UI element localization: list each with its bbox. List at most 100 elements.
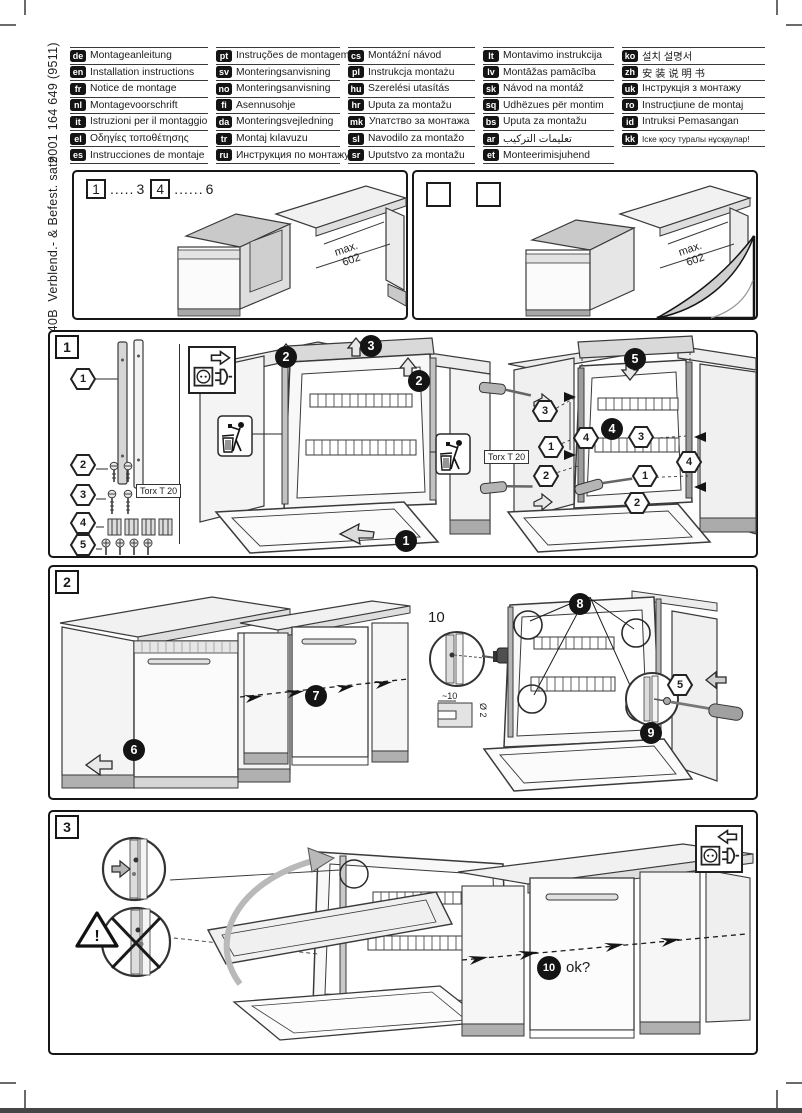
crop-mark <box>0 1082 16 1084</box>
push-arrow-icon <box>533 492 553 512</box>
step-range-dots: ..... <box>110 181 135 197</box>
language-code-badge: pt <box>216 49 232 62</box>
torx-size-label: Torx T 20 <box>136 484 182 498</box>
part-callout-3: 3 <box>69 484 97 506</box>
step-range-box-1: 1 <box>86 179 106 199</box>
final-check-illustration <box>457 843 754 1039</box>
language-code-badge: sv <box>216 66 232 79</box>
language-code-badge: sr <box>348 149 364 162</box>
door-handle <box>147 658 211 665</box>
warning-exclamation: ! <box>94 928 99 945</box>
language-code-badge: ko <box>622 49 638 62</box>
empty-checkbox <box>426 182 451 207</box>
screw-door-illustration <box>482 590 718 792</box>
push-arrow-icon <box>84 753 113 777</box>
screwdriver-icon <box>479 481 533 495</box>
screwdriver-icon <box>478 381 532 397</box>
language-label: تعليمات التركيب <box>503 133 572 145</box>
door-handle <box>545 893 619 901</box>
language-code-badge: pl <box>348 66 364 79</box>
language-label: Installation instructions <box>90 66 195 78</box>
language-code-badge: en <box>70 66 86 79</box>
language-label: Іске қосу туралы нұсқаулар! <box>642 133 750 144</box>
language-code-badge: fi <box>216 99 232 112</box>
alignment-arrow-icon <box>468 938 680 965</box>
crop-mark <box>776 1090 778 1108</box>
language-label: Monteerimisjuhend <box>503 149 590 161</box>
crop-mark <box>24 0 26 15</box>
parts-list-illustration <box>96 339 173 555</box>
language-code-badge: no <box>216 82 232 95</box>
fit-rails-illustration <box>478 335 757 553</box>
language-label: Montaj kılavuzu <box>236 133 308 144</box>
language-label: Montážní návod <box>368 50 442 62</box>
alignment-line <box>461 933 747 961</box>
step-range-box-4: 4 <box>150 179 171 199</box>
part-callout-1: 1 <box>631 465 659 487</box>
side-strip-left <box>281 363 289 505</box>
language-label: Uputa za montažu <box>503 116 587 128</box>
document-number: 9001 164 649 (9511) <box>46 42 60 163</box>
language-label: Montavimo instrukcija <box>503 50 602 62</box>
step-range-dots: ...... <box>174 181 204 197</box>
language-code-badge: ru <box>216 149 232 162</box>
language-code-badge: tr <box>216 132 232 145</box>
clip-wrong-mag <box>100 906 172 978</box>
part-callout-5: 5 <box>69 534 97 556</box>
fixing-rails <box>117 339 144 489</box>
language-code-badge: hr <box>348 99 364 112</box>
step-badge-6: 6 <box>123 739 145 761</box>
language-label: Інструкція з монтажу <box>642 83 741 95</box>
part-callout-2: 2 <box>69 454 97 476</box>
screws-long <box>107 489 133 514</box>
pilot-hole-section <box>437 700 473 728</box>
language-label: Intruksi Pemasangan <box>642 116 739 128</box>
page-bottom-edge <box>0 1108 802 1113</box>
arrow-left-icon <box>717 829 738 845</box>
step-badge-9: 9 <box>640 722 662 744</box>
clip-correct-mag <box>101 836 167 902</box>
language-label: Uputstvo za montažu <box>368 149 465 161</box>
language-code-badge: id <box>622 115 638 128</box>
language-code-badge: sk <box>483 82 499 95</box>
language-entry: en Installation instructions <box>70 65 208 82</box>
tighten-screw-mag <box>625 670 744 726</box>
screws-short <box>109 461 133 482</box>
pilot-diameter-label: Ø 2 <box>478 703 488 718</box>
language-code-badge: sl <box>348 132 364 145</box>
niche-dimension: max. 602 <box>677 240 706 269</box>
side-strip-right <box>429 357 437 501</box>
niche-dimension-value: 602 <box>341 252 362 269</box>
language-label: Udhëzues për montim <box>503 99 604 111</box>
step-badge-2: 2 <box>275 346 297 368</box>
language-label: Montagevoorschrift <box>90 99 178 111</box>
door-swing-illustration <box>169 847 509 1041</box>
language-label: Montāžas pamācība <box>503 66 596 78</box>
language-code-badge: lt <box>483 49 499 62</box>
section-divider <box>179 344 180 544</box>
step-range-num: 6 <box>205 181 214 197</box>
part-callout-5: 5 <box>666 674 694 696</box>
step-panel-3: 3 ! <box>48 810 758 1055</box>
language-code-badge: hu <box>348 82 364 95</box>
crop-mark <box>24 1090 26 1108</box>
language-code-badge: es <box>70 149 86 162</box>
open-door <box>214 501 440 554</box>
